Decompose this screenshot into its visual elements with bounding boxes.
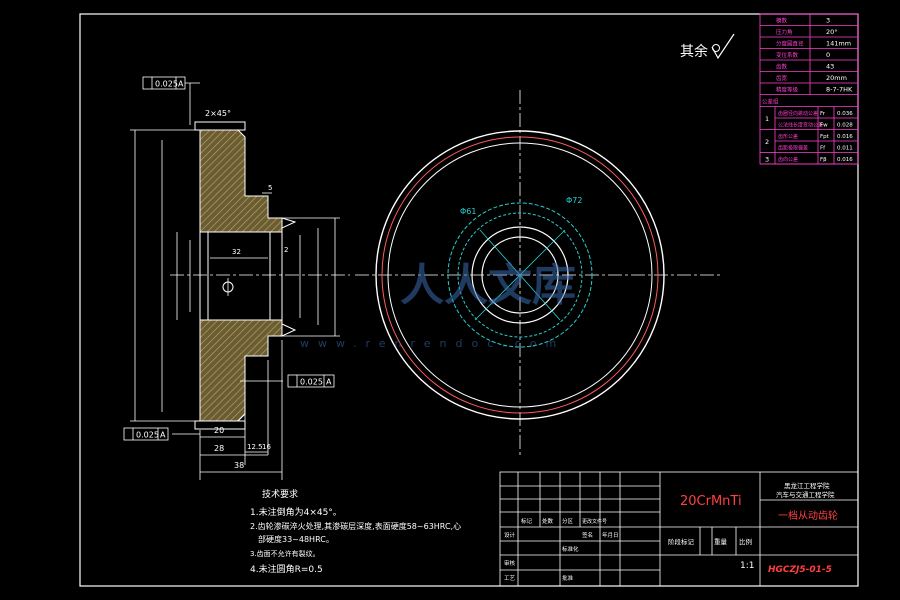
surface-finish-note: 其余	[680, 33, 735, 60]
tolerance-value: 0.025	[300, 378, 323, 387]
group-item-value: 0.028	[837, 123, 853, 129]
group-number: 2	[765, 138, 769, 146]
notes-title: 技术要求	[262, 488, 298, 500]
dim-2: 2	[284, 246, 288, 254]
note-line: 部硬度33~48HRC。	[258, 534, 334, 544]
tolerance-frame-1: 0.025 A	[142, 76, 186, 90]
tolerance-datum: A	[160, 431, 166, 440]
group-item-value: 0.016	[837, 134, 853, 140]
dim-20: 20	[214, 426, 224, 435]
svg-text:其余: 其余	[680, 43, 708, 60]
tolerance-value: 0.025	[136, 431, 159, 440]
standard-label: 标准化	[562, 545, 579, 553]
svg-text:www.renrendoc.com: www.renrendoc.com	[300, 337, 565, 350]
row-label: 更改文件号	[582, 518, 607, 525]
gear-rim-lower	[199, 319, 283, 422]
hub-circle-dashed	[447, 202, 593, 348]
group-item-label: 齿形公差	[778, 133, 798, 140]
reviewer-label: 审核	[504, 559, 516, 567]
dim-phi72: Φ72	[566, 196, 582, 205]
param-value: 20mm	[826, 74, 847, 82]
weight-label: 重量	[714, 538, 728, 546]
tolerance-datum: A	[326, 378, 332, 387]
group-item-symbol: Fβ	[820, 157, 827, 163]
dim-32: 32	[232, 248, 241, 256]
front-view: Φ61 Φ72	[355, 90, 720, 455]
group-number: 3	[765, 155, 769, 163]
group-item-label: 齿距极限偏差	[778, 145, 808, 152]
dim-5: 5	[268, 184, 272, 192]
stage-label: 阶段标记	[668, 537, 695, 546]
dim-phi61: Φ61	[460, 207, 476, 216]
param-label: 压力角	[776, 28, 793, 36]
watermark: 人人文库 www.renrendoc.com	[300, 260, 576, 350]
group-item-symbol: Ff	[820, 146, 826, 152]
tolerance-value: 0.025	[155, 80, 178, 89]
hub-bore	[199, 231, 283, 321]
drawing-number: HGCZJ5-01-5	[768, 565, 832, 575]
group-header: 公差组	[762, 98, 779, 106]
title-block-text: 20CrMnTi 黑龙江工程学院 汽车与交通工程学院 一档从动齿轮 1:1 HG…	[504, 481, 838, 582]
school-name: 黑龙江工程学院	[784, 481, 830, 490]
group-item-label: 公法线长度变动公差	[778, 122, 823, 129]
row-label: 处数	[542, 517, 554, 525]
param-value: 8-7-7HK	[826, 86, 853, 94]
designer-label: 设计	[504, 531, 516, 539]
note-line: 1.未注倒角为4×45°。	[250, 506, 342, 518]
note-line: 2.齿轮渗碳淬火处理,其渗碳层深度,表面硬度58~63HRC,心	[250, 521, 461, 531]
param-value: 0	[826, 51, 830, 59]
note-line: 3.齿面不允许有裂纹。	[250, 549, 320, 558]
school-dept: 汽车与交通工程学院	[776, 490, 835, 499]
technical-notes: 技术要求 1.未注倒角为4×45°。 2.齿轮渗碳淬火处理,其渗碳层深度,表面硬…	[250, 488, 461, 575]
row-label: 签名	[582, 531, 593, 539]
group-item-symbol: Fw	[820, 123, 828, 129]
parameter-table: 模数 3 压力角 20° 分度圆直径 141mm 变位系数 0 齿数 43 齿宽 20mm 精度等级 8-…	[759, 13, 859, 165]
group-item-value: 0.016	[837, 157, 853, 163]
outer-circle	[375, 130, 665, 420]
row-label: 分区	[562, 517, 574, 525]
title-block	[499, 471, 859, 587]
section-view	[130, 82, 350, 480]
scale-value: 1:1	[740, 561, 754, 571]
param-label: 模数	[776, 17, 788, 25]
tolerance-frame-2: 0.025 A	[287, 374, 335, 388]
drawing-border	[79, 13, 859, 587]
svg-text:人人文库: 人人文库	[400, 260, 576, 311]
param-label: 齿宽	[776, 74, 788, 82]
group-item-symbol: Fr	[820, 111, 826, 117]
group-item-value: 0.036	[837, 111, 853, 117]
chamfer-label: 2×45°	[205, 109, 231, 118]
group-item-label: 齿向公差	[778, 156, 798, 163]
row-label: 标记	[521, 517, 533, 525]
group-item-value: 0.011	[837, 146, 853, 152]
dim-28: 28	[214, 444, 224, 453]
scale-label: 比例	[739, 537, 752, 546]
group-number: 1	[765, 115, 769, 123]
tolerance-frame-3: 0.025 A	[123, 427, 169, 441]
group-item-symbol: Fpt	[820, 134, 830, 140]
pitch-circle	[381, 136, 659, 414]
param-value: 3	[826, 17, 830, 25]
approve-label: 批准	[562, 574, 574, 582]
craft-label: 工艺	[504, 575, 516, 582]
material-label: 20CrMnTi	[680, 494, 742, 509]
param-label: 分度圆直径	[776, 40, 804, 48]
dim-12-5: 12.5	[247, 443, 263, 451]
part-name: 一档从动齿轮	[778, 509, 838, 522]
gear-rim-upper	[199, 129, 283, 233]
param-value: 20°	[826, 28, 838, 36]
param-label: 齿数	[776, 63, 788, 71]
root-circle	[387, 142, 653, 408]
param-label: 变位系数	[776, 51, 799, 59]
note-line: 4.未注圆角R=0.5	[250, 563, 323, 575]
row-label: 年月日	[602, 531, 619, 539]
dim-38: 38	[234, 461, 244, 470]
param-value: 43	[826, 63, 834, 71]
param-value: 141mm	[826, 40, 851, 48]
param-label: 精度等级	[776, 86, 799, 94]
group-item-label: 齿圈径向跳动公差	[778, 110, 818, 117]
tolerance-datum: A	[178, 80, 184, 89]
dim-16: 16	[262, 443, 271, 451]
